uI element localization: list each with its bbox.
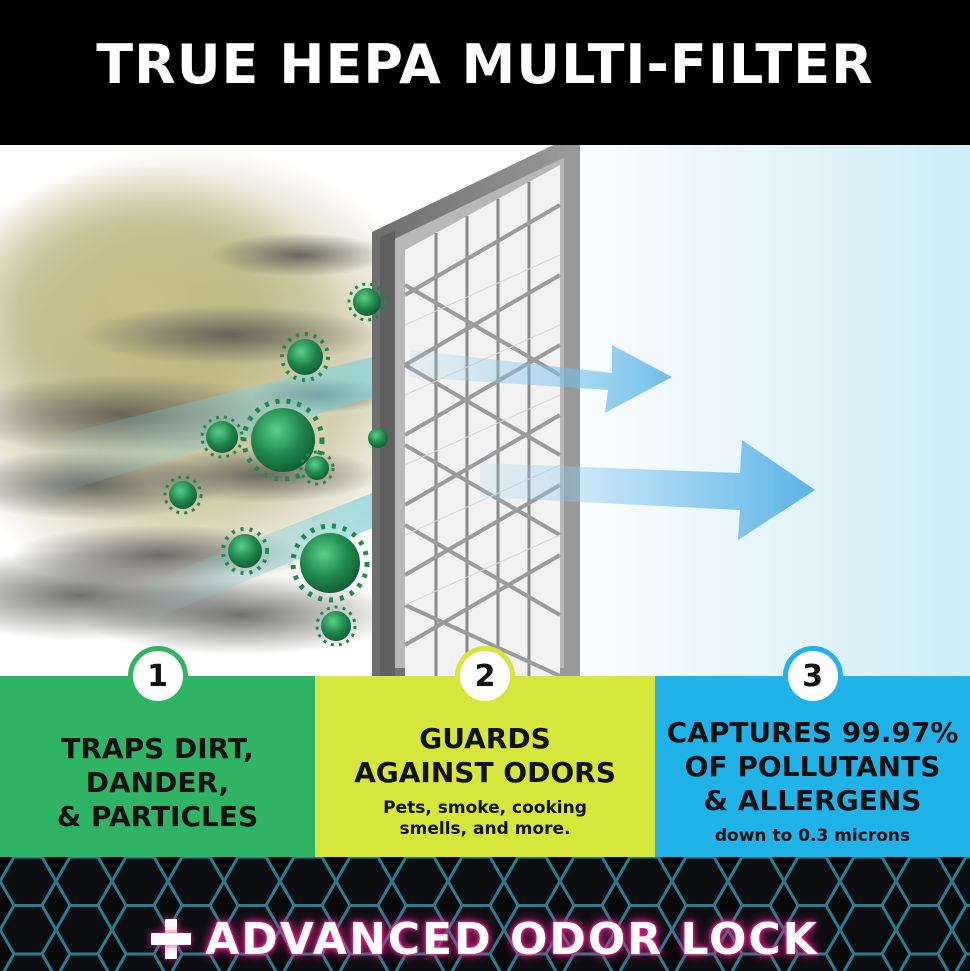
page-title: TRUE HEPA MULTI-FILTER <box>96 33 874 96</box>
hepa-filter-illustration <box>372 145 580 676</box>
feature-panel-1: 1 TRAPS DIRT, DANDER, & PARTICLES <box>0 646 315 857</box>
arrow-icon <box>410 345 815 540</box>
germ-icon <box>163 282 388 647</box>
feature-title: GUARDS AGAINST ODORS <box>354 722 616 789</box>
illustration-svg <box>0 145 815 676</box>
footer-tagline: ADVANCED ODOR LOCK <box>0 909 970 969</box>
plus-icon <box>151 919 192 959</box>
footer-tagline-text: ADVANCED ODOR LOCK <box>205 913 819 965</box>
step-number-badge: 2 <box>455 646 515 706</box>
footer-banner: ADVANCED ODOR LOCK <box>0 857 970 971</box>
step-number-badge: 3 <box>782 646 843 706</box>
feature-panel-3: 3 CAPTURES 99.97% OF POLLUTANTS & ALLERG… <box>655 646 970 857</box>
feature-subtitle: Pets, smoke, cooking smells, and more. <box>383 798 587 839</box>
filter-illustration <box>0 145 970 676</box>
feature-panels: 1 TRAPS DIRT, DANDER, & PARTICLES 2 GUAR… <box>0 646 970 857</box>
feature-title: TRAPS DIRT, DANDER, & PARTICLES <box>56 732 259 833</box>
step-number-badge: 1 <box>127 646 188 706</box>
feature-subtitle: down to 0.3 microns <box>714 826 911 846</box>
honeycomb-pattern <box>0 857 970 971</box>
smoke-cloud <box>0 145 450 655</box>
header-banner: TRUE HEPA MULTI-FILTER <box>0 0 970 145</box>
feature-panel-2: 2 GUARDS AGAINST ODORS Pets, smoke, cook… <box>315 646 655 857</box>
feature-title: CAPTURES 99.97% OF POLLUTANTS & ALLERGEN… <box>666 716 959 817</box>
air-beam-upper <box>20 355 380 505</box>
